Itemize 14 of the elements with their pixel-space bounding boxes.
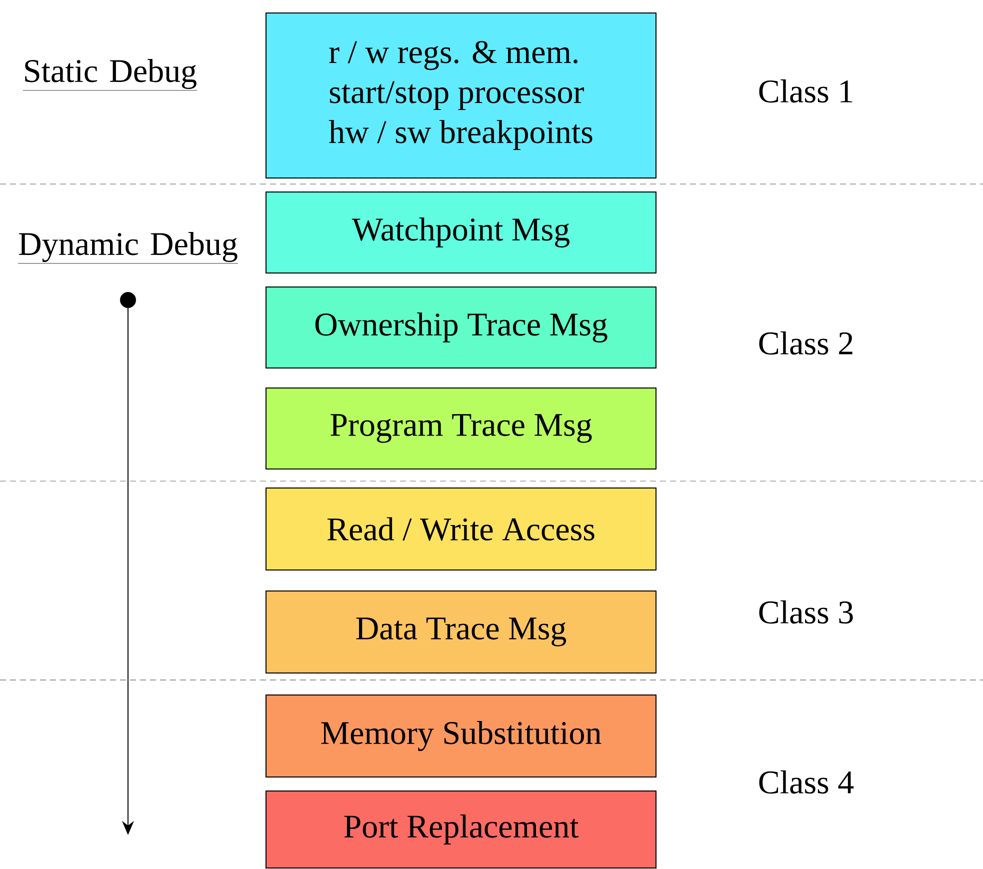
process-box: Data Trace Msg	[266, 590, 656, 674]
class-label: Class 2	[759, 331, 852, 355]
class-label: Class 1	[759, 79, 852, 103]
process-box: Port Replacement	[266, 790, 656, 868]
section-heading: Static Debug	[22, 58, 198, 91]
process-box: Memory Substitution	[266, 694, 656, 778]
class-label: Class 4	[759, 770, 854, 794]
section-heading: Dynamic Debug	[18, 232, 238, 264]
process-box: r / w regs. & mem. start/stop processor hw / sw breakpoints	[266, 12, 656, 178]
process-box: Watchpoint Msg	[266, 192, 656, 274]
process-box: Ownership Trace Msg	[266, 286, 656, 368]
process-box: Read / Write Access	[266, 488, 656, 570]
process-box: Program Trace Msg	[266, 388, 656, 470]
class-label: Class 3	[759, 600, 853, 624]
